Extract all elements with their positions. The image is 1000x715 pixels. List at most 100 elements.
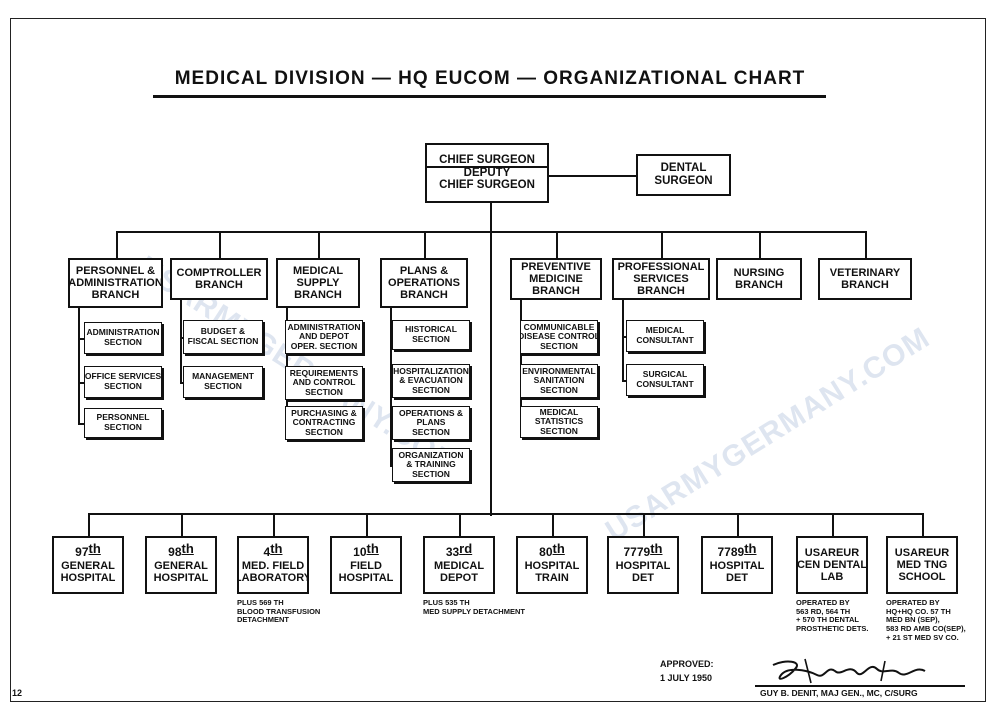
section-2-1-line-1: BUDGET & xyxy=(200,326,246,337)
unit-7-line-2: DET xyxy=(632,572,654,585)
branch-5-spine xyxy=(520,300,522,422)
branch-3-line-2: SUPPLY xyxy=(296,276,340,289)
branch-4-spine xyxy=(390,308,392,465)
unit-5-number: 33 xyxy=(445,545,460,560)
approval-block: APPROVED: 1 JULY 1950 xyxy=(660,657,714,686)
section-1-3-line-1: PERSONNEL xyxy=(96,412,150,423)
unit-7-ordinal: th xyxy=(650,541,663,557)
branch-drop-7 xyxy=(759,231,761,258)
unit-9-note-line-4: PROSTHETIC DETS. xyxy=(796,623,869,633)
unit-10-note-line-5: + 21 ST MED SV CO. xyxy=(886,632,959,642)
branch-4-line-3: BRANCH xyxy=(400,289,448,302)
section-5-1-line-1: COMMUNICABLE xyxy=(523,321,595,332)
section-3-1-line-3: OPER. SECTION xyxy=(290,340,358,351)
unit-7-line-1: HOSPITAL xyxy=(615,559,671,572)
branch-7-line-1: NURSING xyxy=(733,266,785,279)
section-3-2-line-3: SECTION xyxy=(305,386,343,397)
dental-line-1: DENTAL xyxy=(660,162,707,175)
unit-4-ordinal: th xyxy=(366,541,379,557)
dental-surgeon-box: DENTAL SURGEON xyxy=(636,154,731,196)
unit-10-line-1: USAREUR xyxy=(894,546,950,559)
section-5-2-line-3: SECTION xyxy=(540,384,578,395)
unit-10-note-line-2: HQ+HQ CO. 57 TH xyxy=(886,606,951,616)
section-4-4-line-3: SECTION xyxy=(412,468,450,479)
unit-1-ordinal: th xyxy=(88,541,101,557)
section-4-1-line-2: SECTION xyxy=(412,334,450,344)
signer-name: GUY B. DENIT, MAJ GEN., MC, C/SURG xyxy=(760,688,918,698)
section-4-1-line-1: HISTORICAL xyxy=(405,324,457,335)
unit-8-number: 7789 xyxy=(717,545,745,560)
section-1-2-line-2: SECTION xyxy=(104,381,142,391)
chief-line-3: CHIEF SURGEON xyxy=(439,179,535,192)
section-3-1-line-1: ADMINISTRATION xyxy=(287,321,361,332)
unit-8-designation: 7789th xyxy=(717,542,757,560)
branch-8-line-2: BRANCH xyxy=(841,279,889,291)
section-2-2-line-2: SECTION xyxy=(204,381,242,391)
section-5-2-line-2: SANITATION xyxy=(533,375,585,386)
unit-9-line-3: LAB xyxy=(820,571,844,584)
unit-drop-3 xyxy=(273,513,275,536)
unit-5-note-line-2: MED SUPPLY DETACHMENT xyxy=(423,606,525,616)
unit-6-line-1: HOSPITAL xyxy=(524,559,580,572)
branch-8-line-1: VETERINARY xyxy=(829,266,901,279)
section-1-1-line-2: SECTION xyxy=(104,337,142,347)
chief-divider-1 xyxy=(427,166,547,168)
unit-5-designation: 33rd xyxy=(445,542,472,560)
signature-line xyxy=(755,685,965,687)
branch-2-line-2: BRANCH xyxy=(195,279,243,291)
unit-5-line-1: MEDICAL xyxy=(433,559,485,572)
section-5-3-line-2: STATISTICS xyxy=(534,416,584,427)
unit-9-line-2: CEN DENTAL xyxy=(796,558,868,571)
unit-3-line-1: MED. FIELD xyxy=(241,559,305,572)
unit-3-designation: 4th xyxy=(264,542,283,560)
unit-3-note-line-2: BLOOD TRANSFUSION xyxy=(237,606,321,616)
branch-2-spine xyxy=(180,300,182,382)
unit-drop-6 xyxy=(552,513,554,536)
branch-6-stub-2 xyxy=(622,380,626,382)
unit-7-number: 7779 xyxy=(623,545,651,560)
branch-3-line-3: BRANCH xyxy=(294,289,342,302)
unit-4-line-1: FIELD xyxy=(350,559,382,572)
branch-1-stub-3 xyxy=(78,423,84,425)
unit-9-note-line-2: 563 RD, 564 TH xyxy=(796,606,851,616)
branch-4-stub-4 xyxy=(390,465,392,467)
section-2-1-line-2: FISCAL SECTION xyxy=(187,336,259,346)
unit-5-note-line-1: PLUS 535 TH xyxy=(423,598,470,607)
unit-drop-5 xyxy=(459,513,461,536)
section-4-3-line-2: PLANS xyxy=(416,417,446,428)
chief-surgeon-box: CHIEF SURGEON DEPUTY CHIEF SURGEON xyxy=(425,143,549,203)
unit-2-line-2: HOSPITAL xyxy=(153,572,209,585)
unit-2-ordinal: th xyxy=(181,541,194,557)
branch-4-line-2: OPERATIONS xyxy=(388,276,460,289)
unit-8-ordinal: th xyxy=(744,541,757,557)
unit-2-designation: 98th xyxy=(168,542,194,560)
section-4-2-line-1: HOSPITALIZATION xyxy=(393,365,469,376)
branch-bus-line xyxy=(116,231,865,233)
unit-5-ordinal: rd xyxy=(459,541,473,557)
section-3-3-line-3: SECTION xyxy=(305,426,343,437)
section-3-2-line-2: AND CONTROL xyxy=(292,377,356,388)
approved-label: APPROVED: xyxy=(660,659,714,669)
